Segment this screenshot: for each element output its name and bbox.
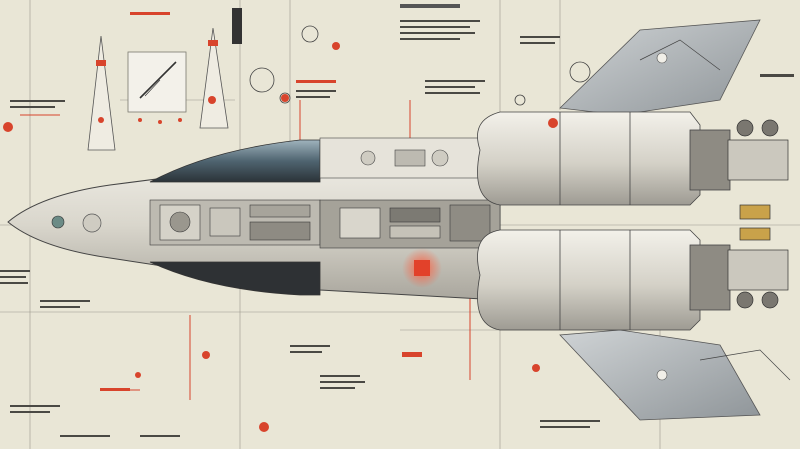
red-data-bars — [100, 80, 422, 391]
cockpit-canopy — [149, 139, 321, 183]
rear-nozzles — [727, 119, 789, 309]
header-marks — [130, 4, 460, 44]
nose-cone-diagram-left — [87, 35, 116, 151]
lower-intake — [149, 261, 321, 296]
nose-sensor — [51, 215, 65, 229]
gauge-dots — [138, 118, 182, 124]
mid-mechanics — [149, 199, 501, 249]
info-text-blocks — [0, 20, 794, 437]
nose-cone-diagram-right — [199, 27, 229, 129]
forward-panel — [319, 137, 481, 179]
component-circles — [249, 25, 591, 106]
lower-engine — [477, 229, 731, 331]
right-schematic — [639, 39, 791, 381]
upper-engine — [477, 111, 731, 206]
gauge-panel — [127, 51, 187, 113]
